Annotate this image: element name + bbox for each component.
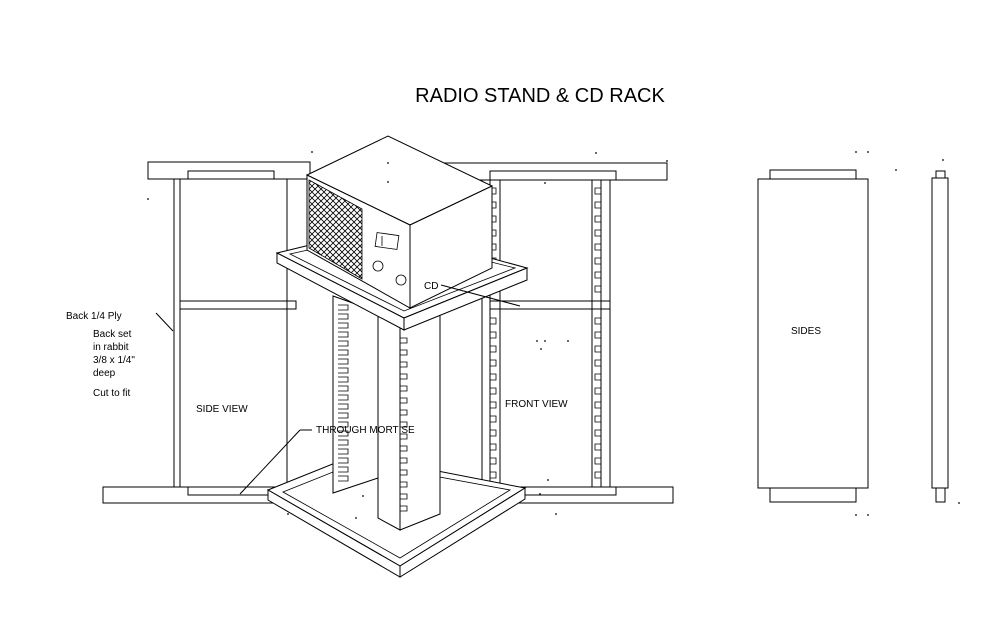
through-mortise-label: THROUGH MORTISE [316, 425, 415, 436]
sides-drawing [757, 169, 949, 503]
cd-label: CD [424, 281, 438, 292]
cd-leader [440, 284, 521, 307]
mortise-leader [239, 429, 301, 495]
back-set-line-1: Back set [93, 329, 132, 340]
drawing-title: RADIO STAND & CD RACK [415, 85, 665, 107]
cut-to-fit-label: Cut to fit [93, 388, 130, 399]
back-ply-leader [155, 312, 174, 332]
side-view-label: SIDE VIEW [196, 404, 248, 415]
back-ply-label: Back 1/4 Ply [66, 311, 122, 322]
front-view-label: FRONT VIEW [505, 399, 568, 410]
isometric-stand-drawing [266, 135, 529, 578]
sides-label: SIDES [791, 326, 821, 337]
side-view-drawing [102, 161, 311, 504]
back-set-line-4: deep [93, 368, 116, 379]
stray-dots [147, 151, 960, 519]
back-set-line-2: in rabbit [93, 342, 129, 353]
back-set-line-3: 3/8 x 1/4" [93, 355, 135, 366]
